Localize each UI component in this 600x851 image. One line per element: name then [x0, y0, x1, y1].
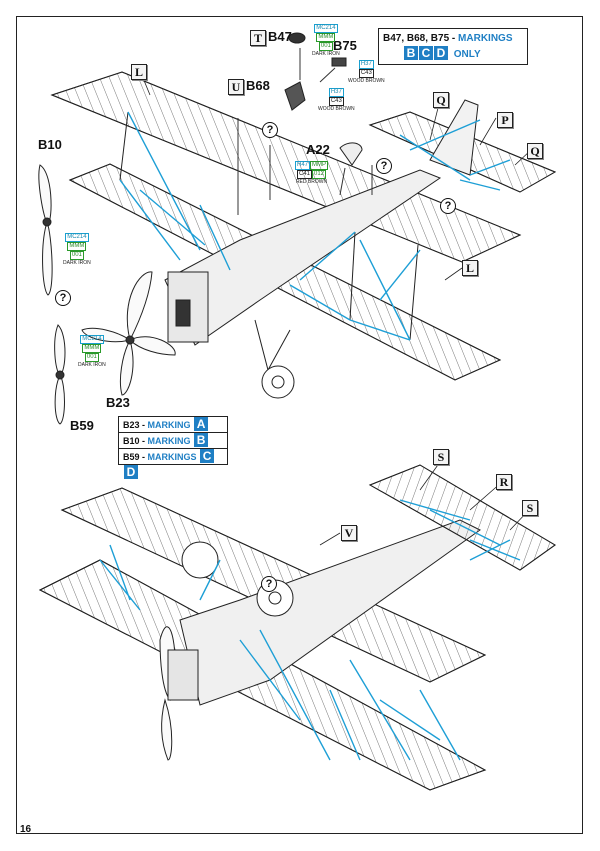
page-number: 16 [20, 824, 32, 835]
markings-row: B23 - MARKING A [119, 417, 227, 433]
marking-badge: C [200, 449, 215, 463]
paint-callout-b59: MC214 MMM 001 DARK IRON [78, 335, 106, 368]
label-b23: B23 [106, 395, 130, 410]
upper-biplane-view [50, 71, 557, 399]
marking-badge-b: B [404, 46, 418, 60]
question-mark-icon: ? [261, 576, 277, 592]
markings-header-line1: B47, B68, B75 - MARKINGS [383, 33, 513, 44]
label-b68: B68 [246, 78, 270, 93]
label-b10: B10 [38, 137, 62, 152]
label-b75: B75 [333, 38, 357, 53]
lower-biplane-view [38, 464, 556, 791]
label-b59: B59 [70, 418, 94, 433]
rigging-wires-upper [119, 111, 511, 341]
label-l-top: L [131, 64, 147, 80]
page-frame [16, 16, 583, 834]
label-q-b: Q [527, 143, 543, 159]
question-mark-icon: ? [376, 158, 392, 174]
marking-badge: A [194, 417, 209, 431]
propeller-b23 [81, 271, 176, 396]
label-q-a: Q [433, 92, 449, 108]
label-s-a: S [433, 449, 449, 465]
bottom-wheel-a [181, 541, 219, 579]
question-mark-icon: ? [262, 122, 278, 138]
landing-wheel [261, 365, 295, 399]
label-v: V [341, 525, 357, 541]
label-u: U [228, 79, 244, 95]
propeller-b59 [54, 324, 66, 425]
markings-table: B23 - MARKING A B10 - MARKING B B59 - MA… [118, 416, 228, 479]
label-p: P [497, 112, 513, 128]
marking-badge: B [194, 433, 209, 447]
label-b47: B47 [268, 29, 292, 44]
question-mark-icon: ? [440, 198, 456, 214]
paint-callout-b68: H37 C43 WOOD BROWN [318, 88, 355, 112]
label-t: T [250, 30, 266, 46]
marking-badge: D [124, 465, 138, 479]
paint-callout-b75: H37 C43 WOOD BROWN [348, 60, 385, 84]
propeller-b10 [38, 164, 53, 296]
markings-row: B59 - MARKINGS CD [119, 449, 227, 479]
marking-badge-d: D [434, 46, 448, 60]
label-r: R [496, 474, 512, 490]
fuselage [164, 169, 442, 346]
label-l-right: L [462, 260, 478, 276]
markings-row: B10 - MARKING B [119, 433, 227, 449]
paint-callout-b47: MC214 MMM 001 DARK IRON [312, 24, 340, 57]
rigging-wires-lower [99, 499, 521, 761]
label-a22: A22 [306, 142, 330, 157]
small-parts-top [237, 32, 373, 215]
paint-callout-b10: MC214 MMM 001 DARK IRON [63, 233, 91, 266]
label-s-b: S [522, 500, 538, 516]
tail-fin [429, 99, 479, 176]
marking-badge-c: C [419, 46, 433, 60]
question-mark-icon: ? [55, 290, 71, 306]
